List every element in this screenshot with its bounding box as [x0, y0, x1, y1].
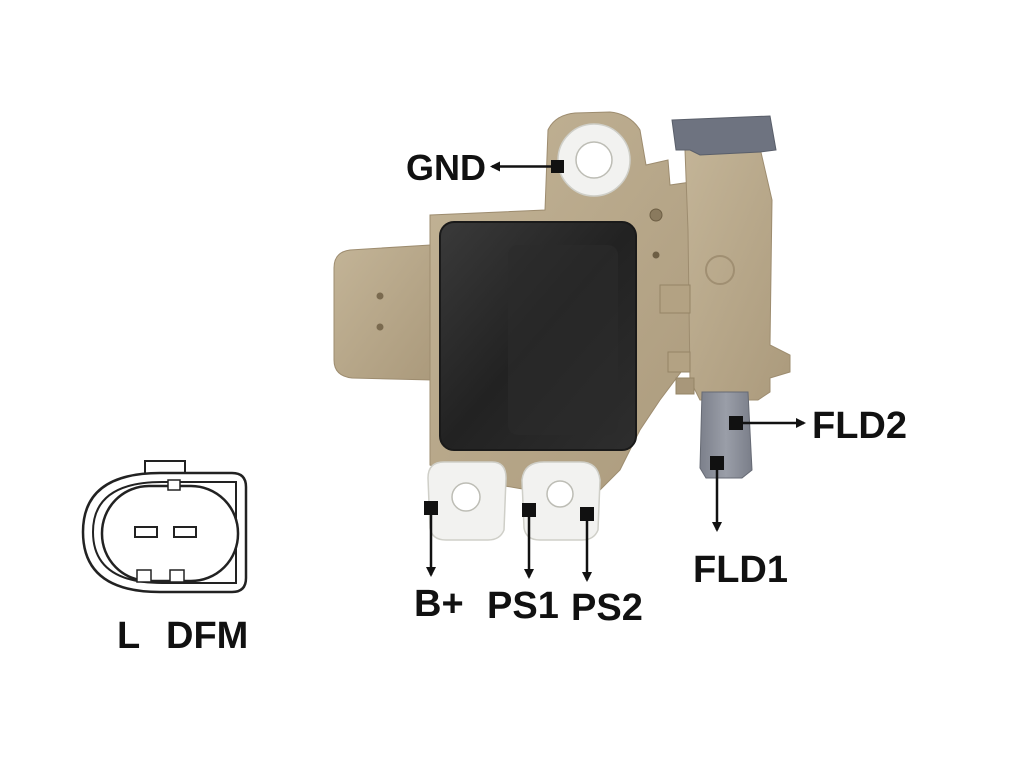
b-plus-callout: B+	[414, 501, 464, 625]
fld2-marker	[729, 416, 743, 430]
fld1-callout: FLD1	[693, 456, 788, 591]
connector-bottom-notch-2	[169, 569, 185, 583]
fld2-label: FLD2	[812, 405, 907, 447]
ps2-marker	[580, 507, 594, 521]
connector-bottom-notch-1	[136, 569, 152, 583]
connector-label-dfm: DFM	[166, 615, 248, 657]
ps1-label: PS1	[487, 585, 559, 627]
heatsink-highlight	[508, 245, 618, 435]
ps-terminal	[521, 461, 601, 541]
gnd-callout: GND	[406, 147, 564, 188]
b-plus-label: B+	[414, 583, 464, 625]
connector-inner-oval	[100, 484, 240, 583]
fld1-marker	[710, 456, 724, 470]
left-ear-hole-bottom	[376, 323, 384, 331]
b-plus-marker	[424, 501, 438, 515]
housing-hole-1	[649, 208, 663, 222]
b-plus-terminal	[427, 461, 507, 541]
ps2-label: PS2	[571, 587, 643, 629]
connector-top-notch	[167, 479, 181, 491]
gnd-label: GND	[406, 147, 486, 188]
housing-hole-2	[652, 251, 660, 259]
fld2-callout: FLD2	[729, 405, 907, 447]
side-tab-3	[675, 377, 695, 395]
left-mounting-ear	[333, 244, 433, 381]
carbon-brush	[699, 391, 753, 479]
ps1-marker	[522, 503, 536, 517]
connector-plug: L DFM	[81, 460, 248, 657]
regulator-body	[333, 111, 791, 541]
connector-inner-rim	[91, 481, 237, 584]
side-tab-1	[659, 284, 691, 314]
brush-holder-cap	[671, 115, 777, 156]
ps2-callout: PS2	[571, 507, 643, 629]
left-ear-hole-top	[376, 292, 384, 300]
right-housing-post	[684, 147, 791, 401]
ps1-callout: PS1	[487, 503, 559, 627]
fld1-label: FLD1	[693, 549, 788, 591]
connector-pin-l	[134, 526, 158, 538]
gnd-terminal	[557, 123, 631, 197]
connector-label-l: L	[117, 615, 140, 657]
connector-pin-dfm	[173, 526, 197, 538]
side-tab-2	[667, 351, 691, 373]
gnd-marker	[551, 160, 564, 173]
housing-marker-circle	[705, 255, 735, 285]
